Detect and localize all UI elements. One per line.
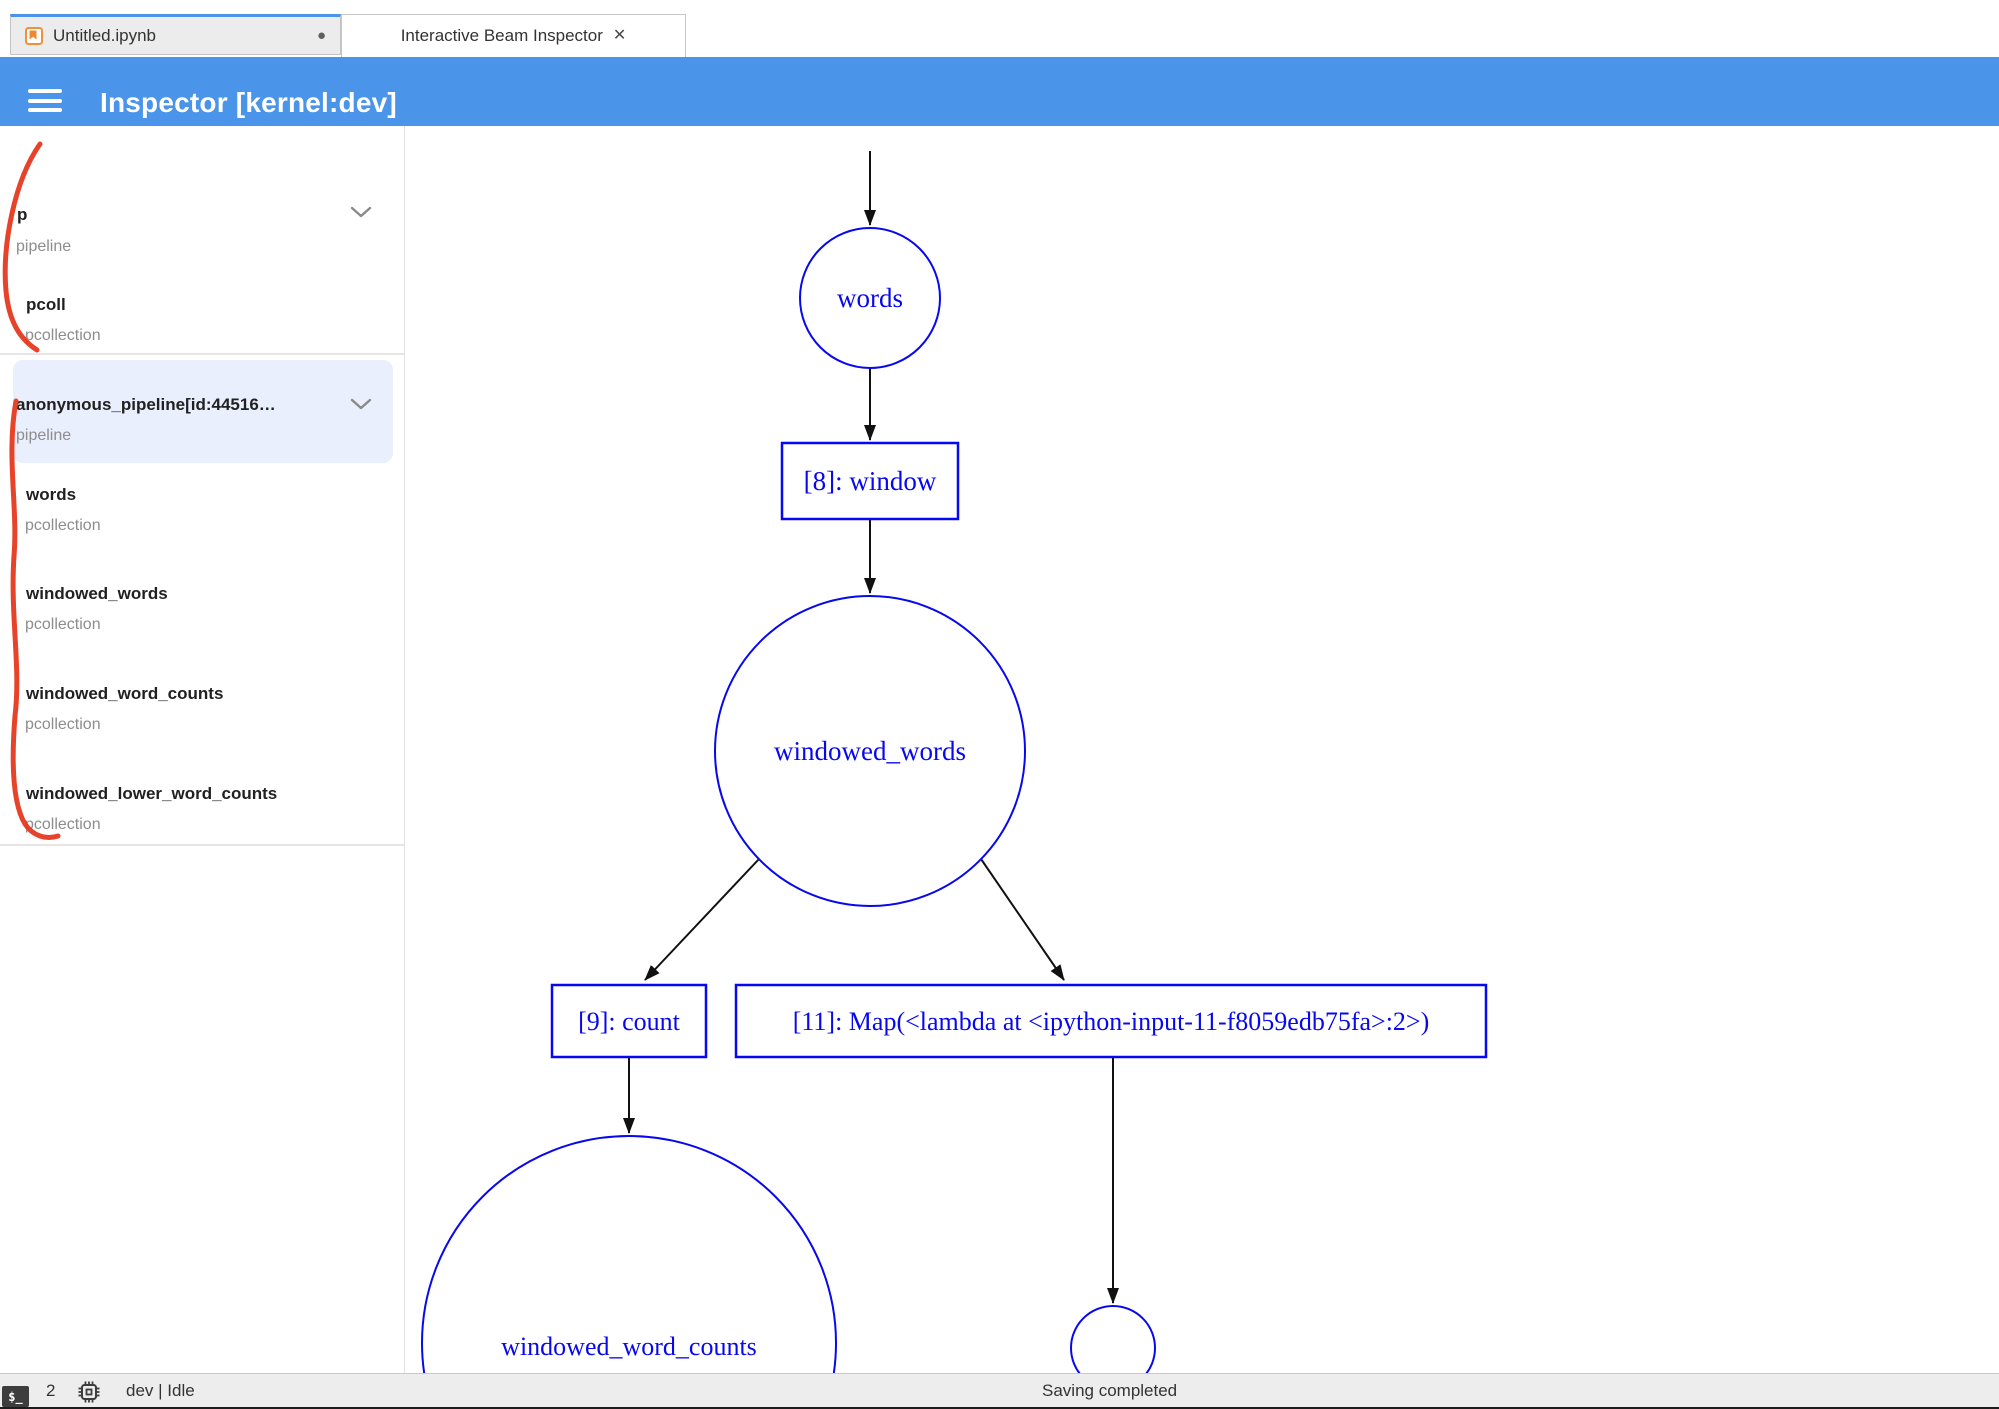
graph-node-windowed-word-counts: windowed_word_counts — [421, 1135, 837, 1373]
svg-text:windowed_word_counts: windowed_word_counts — [501, 1332, 757, 1361]
kernel-chip-icon[interactable] — [78, 1381, 100, 1403]
chevron-down-icon[interactable] — [350, 206, 372, 218]
graph-node-window: [8]: window — [780, 441, 960, 521]
sidebar-item-pcoll[interactable]: pcoll — [26, 295, 66, 314]
close-tab-icon[interactable]: ✕ — [612, 27, 627, 44]
sidebar-divider — [0, 353, 404, 355]
unsaved-dot-icon: ● — [316, 27, 326, 44]
window-bottom-edge — [0, 1407, 1999, 1409]
sidebar-item-type: pcollection — [25, 616, 101, 633]
pipeline-sidebar: p pipeline pcoll pcollection anonymous_p… — [0, 126, 405, 1373]
svg-text:words: words — [837, 283, 903, 313]
sidebar-divider — [0, 844, 404, 846]
sidebar-item-p[interactable]: p — [17, 205, 28, 224]
terminal-count[interactable]: 2 — [46, 1381, 56, 1400]
edge-windowed-words-to-count — [644, 858, 760, 981]
svg-text:[8]: window: [8]: window — [804, 466, 937, 496]
graph-node-count: [9]: count — [550, 983, 708, 1059]
sidebar-item-windowed-words[interactable]: windowed_words — [26, 584, 168, 603]
tab-label: Untitled.ipynb — [53, 25, 157, 45]
selected-item-highlight — [13, 360, 393, 463]
svg-text:windowed_words: windowed_words — [774, 736, 966, 766]
status-bar — [0, 1373, 1999, 1409]
sidebar-item-type: pipeline — [16, 427, 72, 444]
pipeline-graph-canvas: words [8]: window windowed_words [9]: co… — [405, 126, 1999, 1373]
graph-node-windowed-words: windowed_words — [714, 595, 1026, 907]
sidebar-item-windowed-lower-word-counts[interactable]: windowed_lower_word_counts — [26, 784, 278, 803]
svg-text:[11]: Map(<lambda at <ipython-: [11]: Map(<lambda at <ipython-input-11-f… — [793, 1007, 1430, 1036]
tab-untitled-notebook[interactable]: Untitled.ipynb ● — [10, 14, 341, 55]
inspector-header — [0, 57, 1999, 126]
graph-node-output — [1070, 1305, 1156, 1373]
sidebar-item-windowed-word-counts[interactable]: windowed_word_counts — [26, 684, 224, 703]
graph-node-words: words — [799, 227, 941, 369]
save-status-message: Saving completed — [1042, 1381, 1178, 1400]
tab-bar: Untitled.ipynb ● Interactive Beam Inspec… — [0, 0, 1999, 57]
sidebar-item-type: pcollection — [25, 816, 101, 833]
kernel-status[interactable]: dev | Idle — [126, 1381, 195, 1400]
sidebar-item-words[interactable]: words — [26, 485, 77, 504]
sidebar-item-type: pipeline — [16, 238, 72, 255]
chevron-down-icon[interactable] — [350, 398, 372, 410]
tab-label: Interactive Beam Inspector — [400, 26, 603, 45]
sidebar-item-type: pcollection — [25, 716, 101, 733]
hamburger-menu-icon[interactable] — [28, 89, 62, 112]
tab-interactive-beam-inspector[interactable]: Interactive Beam Inspector ✕ — [341, 14, 686, 57]
sidebar-item-type: pcollection — [25, 327, 101, 344]
graph-node-map-lambda: [11]: Map(<lambda at <ipython-input-11-f… — [734, 983, 1488, 1059]
pipeline-dag-svg: words [8]: window windowed_words [9]: co… — [421, 151, 1488, 1373]
sidebar-item-type: pcollection — [25, 517, 101, 534]
notebook-icon — [25, 26, 43, 45]
terminal-icon[interactable]: $_ — [2, 1386, 29, 1407]
svg-text:[9]: count: [9]: count — [578, 1007, 681, 1036]
sidebar-item-anonymous-pipeline[interactable]: anonymous_pipeline[id:44516… — [16, 395, 276, 414]
edge-windowed-words-to-map — [980, 858, 1065, 981]
page-title: Inspector [kernel:dev] — [100, 87, 397, 118]
